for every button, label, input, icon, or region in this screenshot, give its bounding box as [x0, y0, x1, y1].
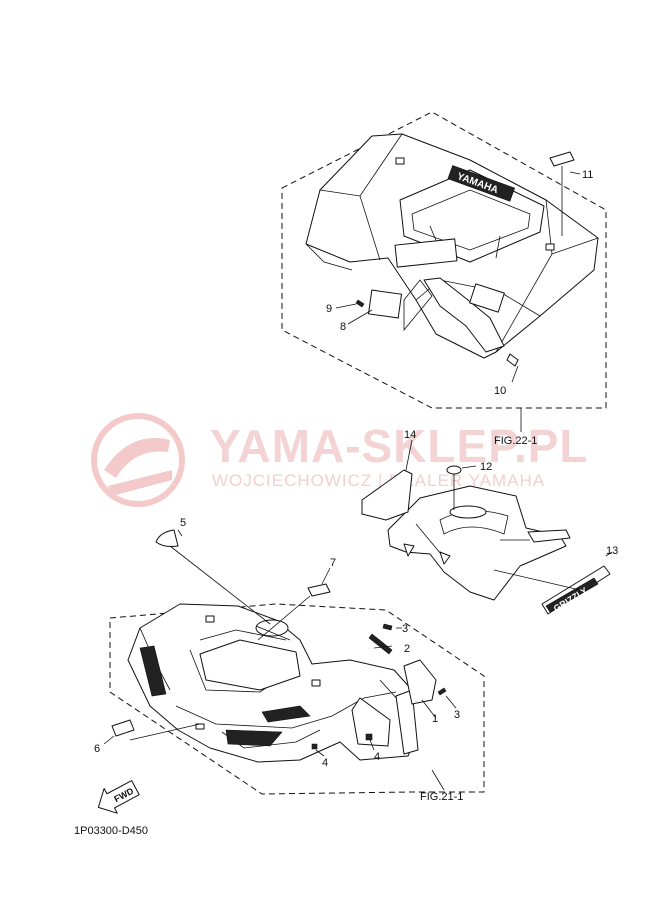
rear-fender-group: FIG.22-1 YAMAHA [281, 111, 607, 447]
part-8-plate [367, 289, 403, 319]
part-12-cap-label [446, 465, 462, 475]
rear-fender-badge-right [545, 243, 555, 251]
tank-cover [387, 485, 567, 601]
callout-3-bottom[interactable]: 3 [454, 709, 460, 721]
callout-4-left[interactable]: 4 [322, 757, 328, 769]
callout-14[interactable]: 14 [404, 429, 416, 441]
part-5-cap [155, 529, 179, 547]
callout-8[interactable]: 8 [340, 321, 346, 333]
callout-12[interactable]: 12 [480, 461, 492, 473]
tank-cover-group: GRIZZLY [361, 439, 613, 615]
part-13-decal: GRIZZLY [541, 565, 611, 615]
front-group-dashed-outline [109, 603, 485, 795]
part-1-panel [403, 659, 437, 705]
callout-11[interactable]: 11 [582, 169, 593, 181]
callout-10[interactable]: 10 [494, 385, 506, 397]
callout-1[interactable]: 1 [432, 713, 438, 725]
callout-5[interactable]: 5 [180, 517, 186, 529]
callout-7[interactable]: 7 [330, 557, 336, 569]
callout-3-top[interactable]: 3 [402, 623, 408, 635]
part-6-label [111, 719, 135, 737]
fig-ref-front[interactable]: FIG.21-1 [420, 791, 463, 803]
part-9-screw [355, 299, 365, 308]
watermark-title: YAMA-SKLEP.PL [210, 420, 589, 472]
part-3-screw-top [382, 623, 393, 631]
fig-ref-rear[interactable]: FIG.22-1 [494, 435, 537, 447]
part-3-screw-bottom [437, 687, 447, 696]
part-4-clip-left [311, 743, 318, 750]
part-7-label [307, 583, 331, 597]
part-11-label [549, 151, 575, 167]
watermark-logo [91, 413, 185, 507]
callout-4-right[interactable]: 4 [374, 751, 380, 763]
callout-2[interactable]: 2 [404, 643, 410, 655]
front-fender-badge [205, 615, 215, 623]
watermark: YAMA-SKLEP.PL WOJCIECHOWICZ | DEALER YAM… [91, 413, 589, 507]
rear-fender-badge-left [395, 157, 405, 165]
rear-group-dashed-outline [281, 111, 607, 409]
fwd-direction-arrow: FWD [97, 780, 140, 814]
callout-6[interactable]: 6 [94, 743, 100, 755]
rear-fender: YAMAHA [305, 133, 599, 359]
part-10-clip [506, 353, 519, 367]
callout-9[interactable]: 9 [326, 303, 332, 315]
callout-13[interactable]: 13 [606, 545, 618, 557]
watermark-subtitle: WOJCIECHOWICZ | DEALER YAMAHA [212, 471, 545, 490]
part-2-strip [368, 633, 393, 655]
catalog-code: 1P03300-D450 [74, 825, 148, 837]
front-fender-group: FIG.21-1 [103, 529, 485, 803]
rear-emblem [447, 165, 516, 202]
part-14-decal [361, 469, 413, 521]
part-4-clip-right [365, 733, 373, 741]
callout-labels: 1 2 3 3 4 4 5 6 7 8 9 10 11 12 13 14 [94, 169, 618, 769]
front-fender [127, 603, 419, 763]
